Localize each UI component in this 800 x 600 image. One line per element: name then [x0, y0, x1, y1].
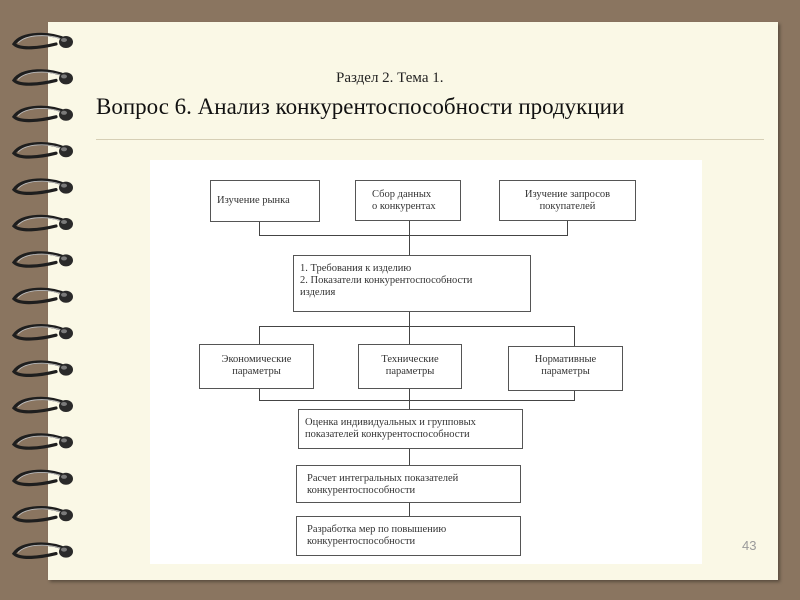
- binding-ring: [14, 435, 73, 449]
- connector: [409, 220, 410, 256]
- box-technical-params: Технические параметры: [358, 344, 462, 389]
- connector: [259, 222, 260, 236]
- binding-ring: [14, 107, 73, 121]
- box-market-research: Изучение рынка: [210, 180, 320, 222]
- binding-ring: [14, 180, 73, 194]
- binding-ring: [14, 216, 73, 230]
- section-subtitle: Раздел 2. Тема 1.: [336, 70, 443, 87]
- connector: [409, 389, 410, 409]
- binding-ring: [14, 508, 73, 522]
- binding-ring: [14, 144, 73, 158]
- box-measures: Разработка мер по повышению конкурентосп…: [296, 516, 521, 556]
- connector: [259, 326, 575, 327]
- connector: [567, 220, 568, 236]
- binding-ring: [14, 471, 73, 485]
- binding-ring: [14, 71, 73, 85]
- connector: [574, 326, 575, 346]
- binding-ring: [14, 362, 73, 376]
- spiral-binding: [0, 0, 90, 600]
- binding-ring: [14, 253, 73, 267]
- slide-title: Вопрос 6. Анализ конкурентоспособности п…: [96, 94, 624, 120]
- box-normative-params: Нормативные параметры: [508, 346, 623, 391]
- connector: [259, 400, 575, 401]
- title-divider: [96, 139, 764, 140]
- connector: [259, 235, 568, 236]
- page-number: 43: [742, 538, 756, 553]
- box-requirements: 1. Требования к изделию 2. Показатели ко…: [293, 255, 531, 312]
- connector: [409, 449, 410, 465]
- binding-ring: [14, 398, 73, 412]
- box-competitor-data: Сбор данных о конкурентах: [355, 180, 461, 221]
- box-customer-research: Изучение запросов покупателей: [499, 180, 636, 221]
- box-evaluation: Оценка индивидуальных и групповых показа…: [298, 409, 523, 449]
- connector: [259, 326, 260, 344]
- binding-ring: [14, 326, 73, 340]
- binding-ring: [14, 289, 73, 303]
- binding-ring: [14, 544, 73, 558]
- box-economic-params: Экономические параметры: [199, 344, 314, 389]
- connector: [409, 503, 410, 516]
- binding-ring: [14, 34, 73, 48]
- box-integral: Расчет интегральных показателей конкурен…: [296, 465, 521, 503]
